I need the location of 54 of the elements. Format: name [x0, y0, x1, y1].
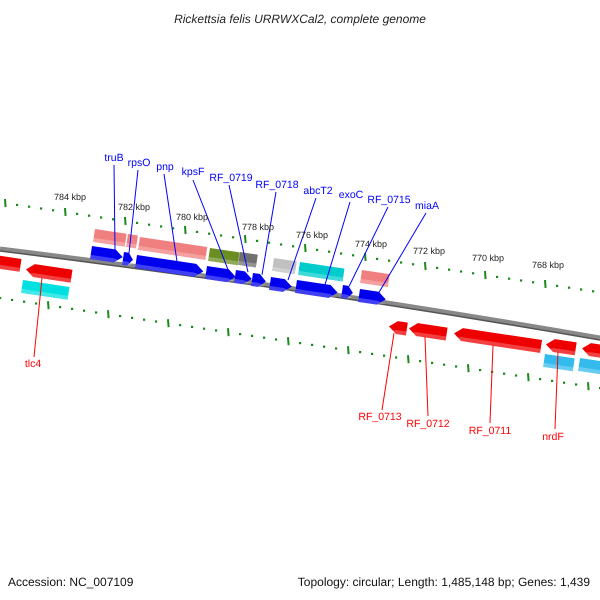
leader-line [228, 184, 248, 273]
gene-label: RF_0718 [255, 179, 299, 191]
leader-line [262, 192, 276, 276]
position-label: 768 kbp [532, 260, 564, 270]
position-label: 784 kbp [54, 192, 86, 202]
gene-label: truB [104, 152, 124, 164]
gene-label: rpsO [128, 157, 150, 169]
gene-label: pnp [156, 161, 174, 173]
title: Rickettsia felis URRWXCal2, complete genome [173, 11, 427, 28]
position-label: 782 kbp [118, 202, 150, 212]
gene-label: RF_0713 [358, 411, 402, 423]
gene-feature [205, 266, 236, 282]
gene-label: RF_0715 [367, 194, 411, 206]
gene-feature [251, 273, 266, 287]
position-label: 774 kbp [354, 239, 388, 249]
leader-line [288, 198, 316, 281]
gene-label: RF_0712 [406, 418, 450, 430]
gene-feature [581, 343, 600, 360]
gene-feature [122, 252, 133, 266]
genome-summary: Topology: circular; Length: 1,485,148 bp; Genes: 1,439 [298, 575, 590, 589]
leader-line [128, 170, 138, 254]
gene-feature [341, 285, 353, 299]
leader-line [382, 332, 394, 410]
gene-feature [0, 253, 22, 272]
gene-feature [234, 270, 252, 284]
gene-feature [25, 264, 72, 283]
leader-line [324, 202, 350, 286]
leader-line [192, 180, 228, 270]
leader-line [164, 174, 178, 262]
leader-line [424, 336, 428, 416]
gene-feature [295, 280, 338, 298]
accession-number: Accession: NC_007109 [8, 575, 134, 589]
gene-label: kpsF [182, 166, 204, 178]
gene-label: abcT2 [303, 185, 333, 197]
position-label: 780 kbp [176, 212, 208, 222]
gene-label: miaA [415, 200, 439, 212]
gene-label: tlc4 [24, 358, 42, 370]
gene-feature [269, 277, 292, 292]
leader-line [490, 344, 494, 424]
gene-feature [358, 289, 386, 305]
gene-feature [453, 328, 542, 353]
leader-line [554, 352, 558, 430]
gene-feature [545, 339, 577, 356]
position-label: 772 kbp [412, 246, 446, 256]
gene-feature [388, 321, 408, 336]
leader-line [378, 212, 426, 293]
gene-label: exoC [338, 189, 364, 201]
gene-label: RF_0711 [468, 425, 512, 437]
gene-label: RF_0719 [209, 172, 253, 184]
position-label: 770 kbp [472, 253, 504, 263]
leader-line [114, 164, 116, 250]
gene-label: nrdF [542, 431, 564, 443]
leader-line [348, 206, 388, 287]
leader-line [34, 277, 42, 358]
